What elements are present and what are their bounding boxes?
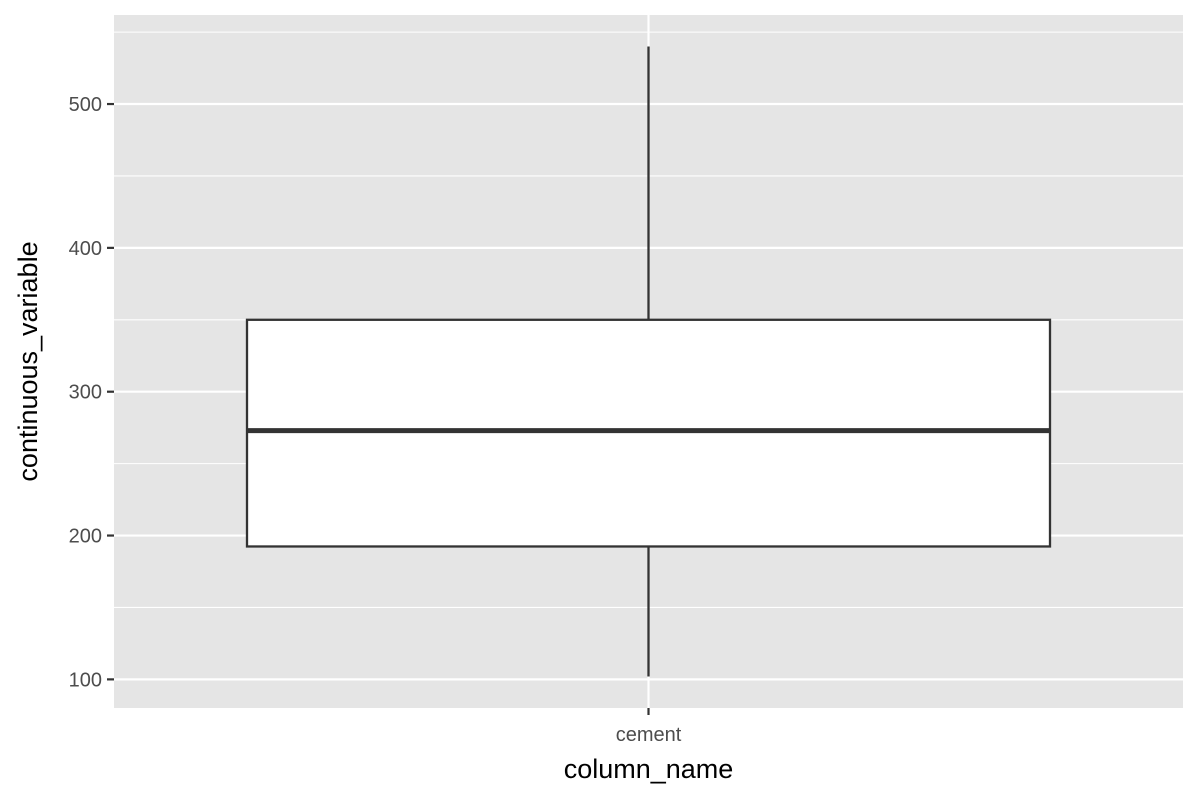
y-tick-label: 200 <box>69 526 102 548</box>
x-tick-label: cement <box>616 724 682 746</box>
box-layer <box>245 46 1052 677</box>
y-tick-label: 100 <box>69 669 102 691</box>
y-axis-title: continuous_variable <box>13 241 43 481</box>
y-tick-label: 300 <box>69 382 102 404</box>
axis-ticks: 100 200 300 400 500 cement <box>69 94 682 746</box>
y-tick-label: 500 <box>69 94 102 116</box>
x-axis-title: column_name <box>564 754 734 784</box>
y-tick-label: 400 <box>69 238 102 260</box>
